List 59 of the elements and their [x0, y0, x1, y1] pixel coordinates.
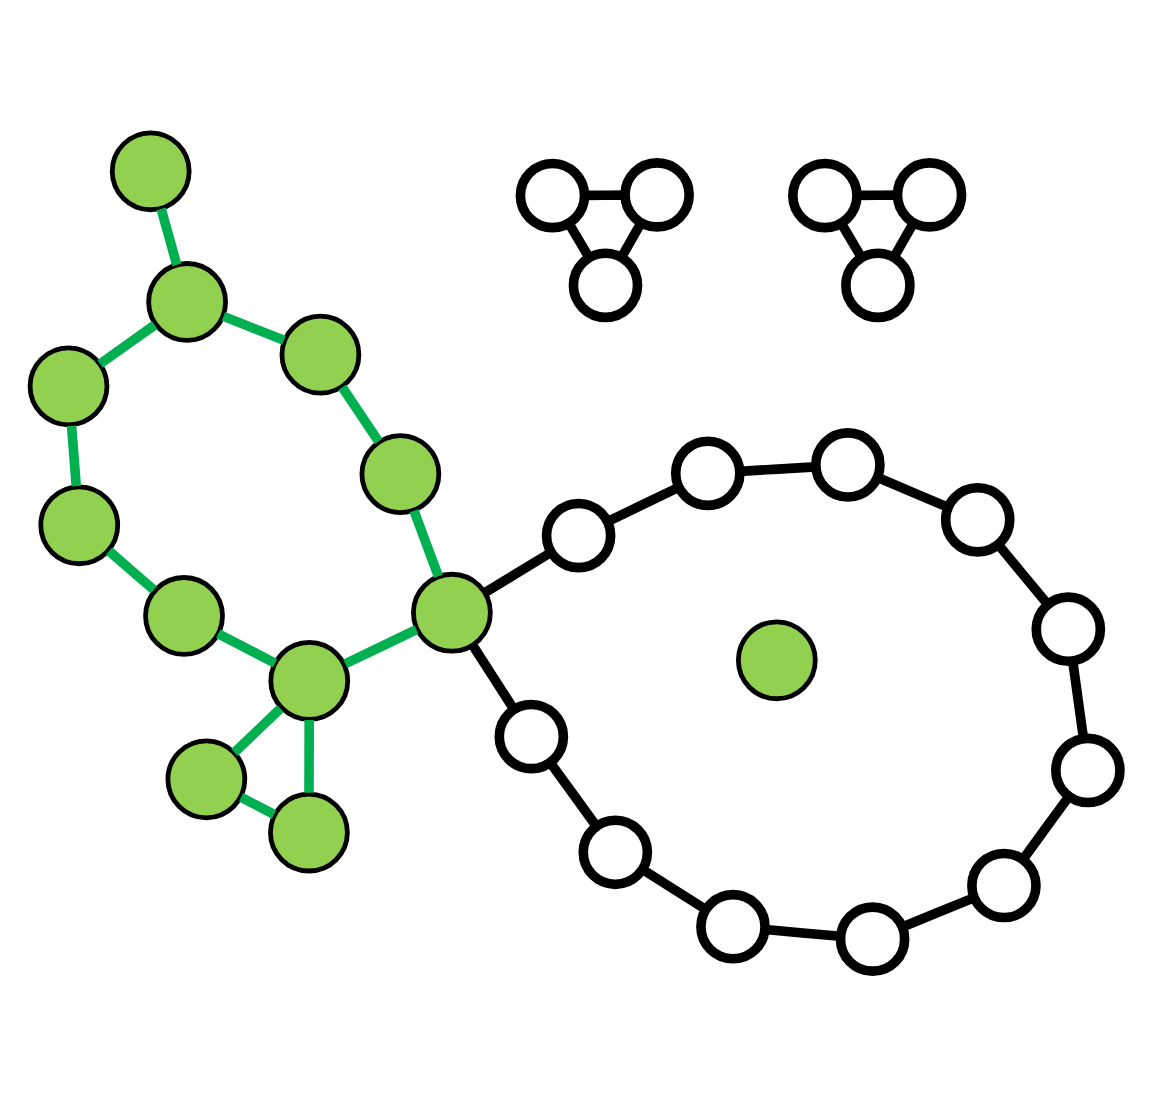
node-circle: [494, 699, 569, 774]
connector: [617, 221, 645, 260]
connector: [97, 321, 158, 368]
node-circle: [620, 158, 694, 232]
connector: [221, 311, 286, 345]
node-circle: [811, 428, 885, 502]
node-circle: [1051, 733, 1125, 808]
connector: [304, 719, 314, 793]
node-circle: [788, 158, 862, 233]
node-circle: [146, 261, 228, 343]
node-circle: [696, 889, 770, 964]
node-circle: [165, 738, 248, 821]
connector: [231, 705, 284, 756]
connector: [343, 625, 419, 669]
node-circle: [841, 248, 915, 323]
connector: [1068, 661, 1089, 739]
connector: [66, 425, 82, 487]
connector: [1019, 794, 1073, 862]
node-circle: [411, 571, 493, 654]
node-circle: [515, 158, 590, 233]
node-circle: [1031, 592, 1106, 667]
node-circle: [967, 848, 1041, 923]
connector: [468, 642, 518, 712]
node-circle: [27, 345, 110, 428]
node-circle: [670, 436, 745, 511]
connector: [739, 462, 816, 477]
connector: [215, 629, 278, 668]
connector: [764, 924, 841, 942]
connector: [875, 473, 950, 512]
connector: [105, 547, 157, 594]
node-circle: [735, 619, 818, 702]
node-circle: [268, 640, 351, 722]
connector: [994, 541, 1051, 607]
node-circle: [568, 248, 643, 323]
connector: [857, 190, 897, 201]
connector: [585, 190, 625, 201]
node-circle: [38, 484, 121, 567]
node-circle: [541, 498, 616, 573]
connector: [338, 384, 383, 445]
connector: [482, 548, 553, 597]
node-circle: [109, 130, 192, 213]
connector: [546, 760, 600, 829]
connector: [901, 893, 976, 932]
node-circle: [143, 575, 225, 657]
connector: [606, 482, 681, 526]
connector: [640, 865, 709, 914]
node-circle: [892, 158, 967, 232]
node-circle: [279, 313, 362, 396]
node-circle: [835, 902, 910, 976]
connector: [238, 793, 277, 819]
connector: [409, 509, 443, 578]
connector: [890, 220, 918, 260]
node-circle: [940, 482, 1015, 557]
connector: [156, 207, 182, 267]
node-circle: [359, 433, 442, 515]
connector: [837, 221, 866, 260]
connector: [564, 221, 593, 260]
node-circle: [578, 815, 653, 890]
node-circle: [268, 791, 350, 874]
